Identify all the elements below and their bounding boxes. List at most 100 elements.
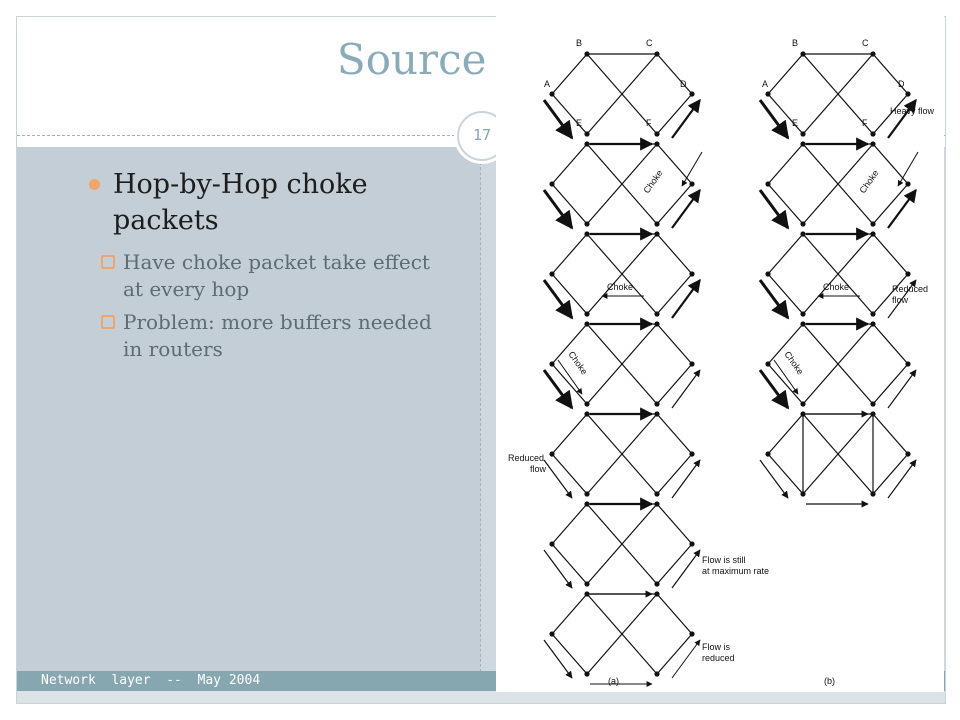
- choke-label: Choke: [641, 168, 664, 195]
- network-node: [870, 401, 876, 407]
- network-link: [656, 543, 693, 585]
- flow-is-label: Flow is: [702, 642, 731, 652]
- network-link: [586, 593, 658, 675]
- network-node: [800, 311, 806, 317]
- network-node: [654, 491, 660, 497]
- bottom-strip: [17, 691, 945, 703]
- network-node: [549, 541, 555, 547]
- network-node: [870, 131, 876, 137]
- network-link: [586, 143, 658, 225]
- network-link: [802, 233, 874, 315]
- flow-arrow: [887, 98, 917, 139]
- node-label-e: E: [576, 118, 582, 128]
- network-node: [870, 231, 876, 237]
- network-link: [872, 143, 909, 185]
- choke-label: Choke: [857, 168, 880, 195]
- network-node: [584, 671, 590, 677]
- choke-label: Choke: [607, 282, 633, 292]
- network-link: [767, 93, 804, 135]
- network-link: [656, 233, 693, 275]
- network-node: [654, 501, 660, 507]
- flow-arrow: [543, 459, 573, 499]
- flow-arrow: [671, 188, 701, 229]
- network-node: [654, 671, 660, 677]
- network-node: [800, 411, 806, 417]
- sub-bullet-text: Have choke packet take effect at every h…: [123, 250, 430, 301]
- node-label-c: C: [646, 38, 653, 48]
- network-node: [870, 411, 876, 417]
- flow-arrow: [542, 279, 574, 320]
- network-node: [870, 321, 876, 327]
- network-node: [870, 141, 876, 147]
- choke-label: Choke: [823, 282, 849, 292]
- network-node: [765, 361, 771, 367]
- choke-arrow: [557, 359, 583, 395]
- node-label-d: D: [898, 79, 905, 89]
- network-node: [549, 91, 555, 97]
- network-link: [551, 543, 588, 585]
- node-label-c: C: [862, 38, 869, 48]
- flow-arrow: [758, 369, 790, 410]
- network-node: [584, 131, 590, 137]
- flow-still-label: Flow is still: [702, 555, 746, 565]
- network-link: [551, 233, 588, 275]
- flow-arrow: [671, 459, 701, 499]
- choke-arrow: [897, 151, 919, 187]
- network-node: [689, 271, 695, 277]
- flow-arrow: [542, 99, 574, 140]
- node-label-a: A: [544, 79, 550, 89]
- choke-label: Choke: [566, 349, 589, 376]
- node-label-f: F: [646, 118, 652, 128]
- network-node: [689, 451, 695, 457]
- network-node: [689, 361, 695, 367]
- network-node: [584, 411, 590, 417]
- network-node: [654, 221, 660, 227]
- flow-arrow: [543, 549, 573, 589]
- page-number: 17: [472, 126, 492, 144]
- network-link: [551, 593, 588, 635]
- network-link: [802, 143, 874, 225]
- network-node: [800, 51, 806, 57]
- network-node: [870, 221, 876, 227]
- reduced-label: Reduced: [892, 284, 928, 294]
- choke-arrow: [681, 151, 703, 187]
- network-link: [656, 593, 693, 635]
- network-node: [549, 181, 555, 187]
- sub-bullet-item: Problem: more buffers needed in routers: [89, 309, 449, 363]
- flow-arrow: [542, 369, 574, 410]
- flow-arrow: [887, 459, 917, 499]
- network-link: [551, 633, 588, 675]
- node-label-b: B: [576, 38, 582, 48]
- network-link: [586, 53, 658, 135]
- network-link: [767, 53, 804, 95]
- network-link: [656, 503, 693, 545]
- panel-label-a: (a): [608, 676, 619, 686]
- network-link: [767, 323, 804, 365]
- max-rate-label: at maximum rate: [702, 566, 769, 576]
- panel-label-b: (b): [824, 676, 835, 686]
- network-node: [584, 311, 590, 317]
- network-link: [551, 53, 588, 95]
- network-node: [549, 271, 555, 277]
- network-node: [584, 321, 590, 327]
- network-node: [584, 501, 590, 507]
- footer-text: Network layer -- May 2004: [41, 673, 261, 688]
- flow-arrow: [758, 279, 790, 320]
- network-node: [549, 631, 555, 637]
- network-link: [802, 53, 874, 135]
- network-node: [905, 451, 911, 457]
- network-node: [800, 131, 806, 137]
- flow-arrow: [671, 639, 701, 679]
- panel-divider: [480, 147, 481, 687]
- network-link: [586, 413, 658, 495]
- network-node: [765, 451, 771, 457]
- network-link: [656, 363, 693, 405]
- choke-arrow: [773, 359, 799, 395]
- network-node: [870, 51, 876, 57]
- sub-bullet-text: Problem: more buffers needed in routers: [123, 310, 432, 361]
- network-link: [656, 143, 693, 185]
- network-node: [584, 51, 590, 57]
- network-node: [905, 271, 911, 277]
